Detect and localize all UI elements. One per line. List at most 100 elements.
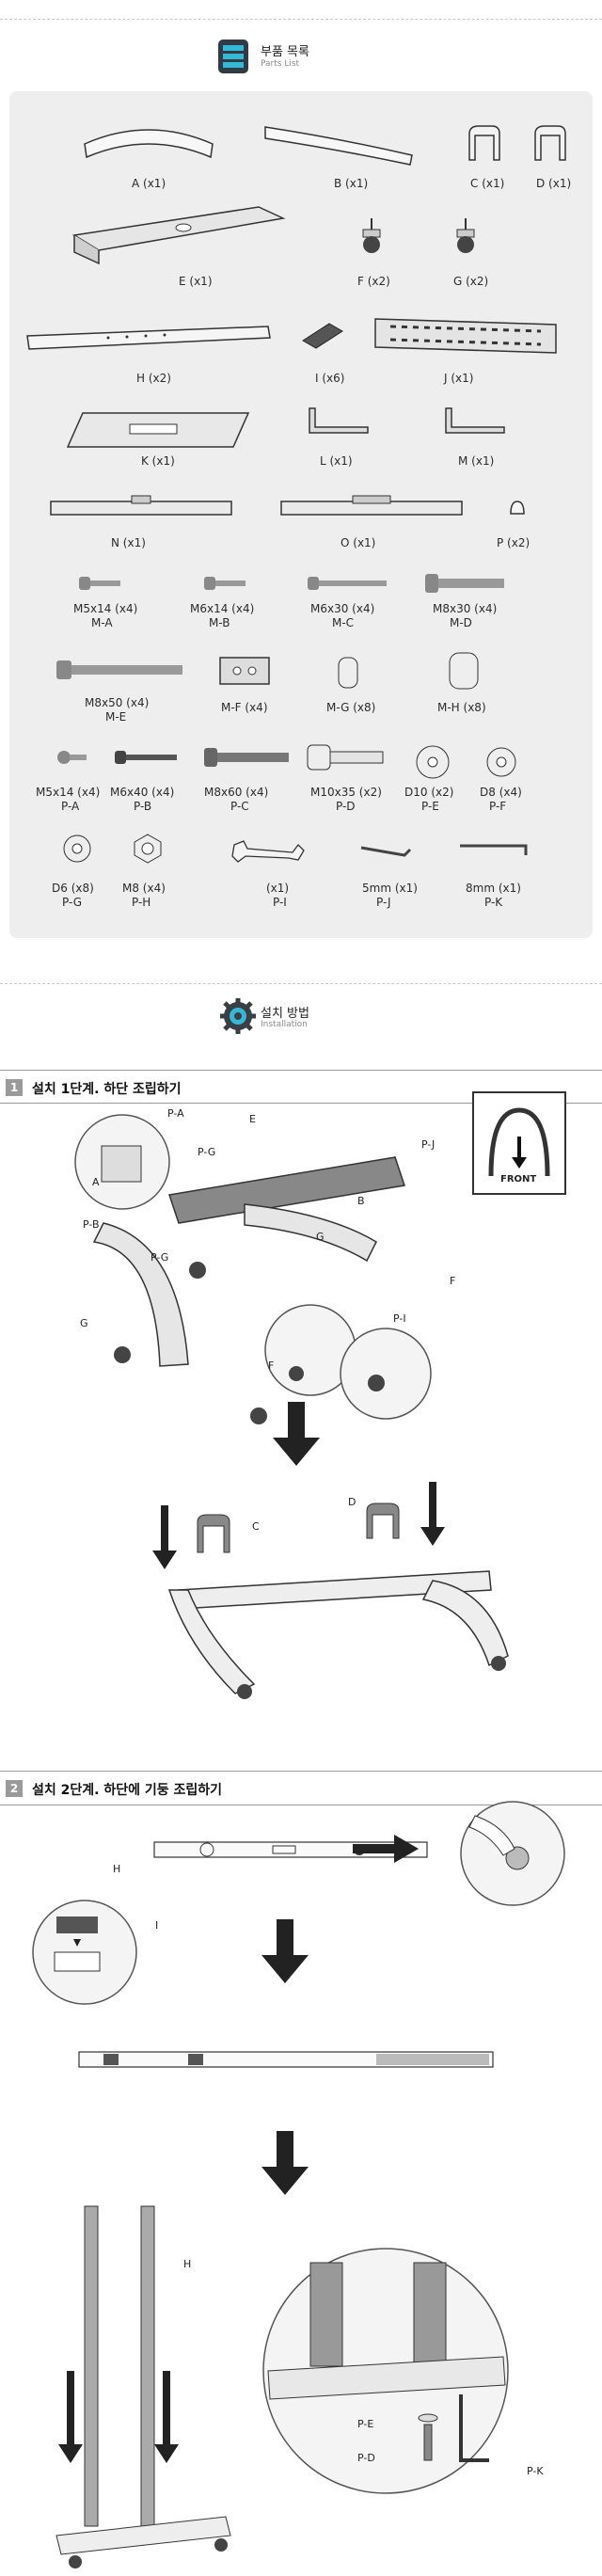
- hw-p-g-size: D6 (x8): [52, 882, 94, 895]
- hw-m-h-size: M-H (x8): [437, 701, 486, 714]
- down-arrow-left: [152, 1505, 177, 1569]
- hw-p-h-code: P-H: [132, 896, 151, 909]
- callout-e: E: [249, 1113, 256, 1125]
- step1-number: 1: [6, 1079, 23, 1096]
- part-d-illustration: [534, 125, 566, 161]
- part-c-label: C (x1): [470, 177, 505, 190]
- hw-p-j-size: 5mm (x1): [362, 882, 418, 895]
- callout-b: B: [357, 1195, 365, 1207]
- hw-p-c-size: M8x60 (x4): [204, 786, 269, 799]
- part-j-label: J (x1): [444, 372, 474, 385]
- callout-f-bottom: F: [268, 1360, 275, 1372]
- hw-m-d-code: M-D: [450, 616, 472, 629]
- callout-p-b: P-B: [83, 1218, 100, 1231]
- step2-down-arrow-1: [261, 1919, 309, 1983]
- hw-m-f-size: M-F (x4): [221, 701, 268, 714]
- pole-with-clip-drawing: [78, 2051, 494, 2068]
- down-arrow-pole-right: [154, 2371, 179, 2463]
- hw-p-d-size: M10x35 (x2): [310, 786, 382, 799]
- part-m-illustration: [445, 407, 505, 434]
- parts-list-subtitle: Parts List: [261, 59, 300, 69]
- down-arrow-pole-left: [58, 2371, 83, 2463]
- nut-p-h-illustration: [134, 834, 162, 864]
- part-h-label: H (x2): [136, 372, 171, 385]
- callout-d: D: [348, 1496, 356, 1508]
- install-title: 설치 방법: [261, 1007, 309, 1021]
- screw-p-d-illustration: [307, 744, 384, 771]
- step1-down-arrow: [273, 1402, 320, 1466]
- callout-p-g-bottom: P-G: [150, 1251, 169, 1264]
- part-e-label: E (x1): [179, 275, 213, 288]
- washer-p-e-illustration: [416, 745, 450, 779]
- hw-p-a-code: P-A: [61, 800, 80, 813]
- part-n-illustration: [50, 495, 232, 516]
- part-l-label: L (x1): [320, 454, 353, 468]
- callout-p-k: P-K: [527, 2465, 544, 2477]
- part-a-illustration: [84, 129, 214, 159]
- hw-p-k-code: P-K: [484, 896, 503, 909]
- install-divider: [0, 983, 602, 984]
- parts-list-title: 부품 목록: [261, 45, 309, 59]
- part-j-illustration: [374, 318, 557, 354]
- callout-f-right: F: [450, 1275, 456, 1287]
- poles-on-base-drawing: [55, 2205, 231, 2568]
- finger-press-detail: [460, 1801, 565, 1906]
- part-k-illustration: [66, 412, 250, 448]
- part-h-illustration: [26, 326, 271, 350]
- wrench-p-i-illustration: [231, 840, 305, 863]
- hw-p-a-size: M5x14 (x4): [36, 786, 101, 799]
- step1-title: 설치 1단계. 하단 조립하기: [32, 1082, 182, 1097]
- part-p-illustration: [510, 501, 525, 515]
- hw-p-k-size: 8mm (x1): [466, 882, 521, 895]
- part-o-illustration: [280, 495, 463, 516]
- step2-number: 2: [6, 1780, 23, 1797]
- part-o-label: O (x1): [341, 536, 376, 549]
- screw-m-c-illustration: [308, 577, 387, 590]
- screw-m-e-illustration: [56, 660, 182, 679]
- right-arrow: [353, 1835, 419, 1863]
- hw-p-e-code: P-E: [421, 800, 439, 813]
- callout-g-left: G: [80, 1317, 88, 1329]
- hw-m-d-size: M8x30 (x4): [433, 602, 498, 615]
- part-l-illustration: [309, 407, 369, 434]
- callout-h-poles: H: [183, 2258, 192, 2270]
- part-m-label: M (x1): [458, 454, 495, 468]
- step2-down-arrow-2: [261, 2131, 309, 2195]
- hw-p-b-size: M6x40 (x4): [110, 786, 175, 799]
- part-g-label: G (x2): [453, 275, 489, 288]
- part-p-label: P (x2): [497, 536, 531, 549]
- hw-p-e-size: D10 (x2): [404, 786, 454, 799]
- spacer-m-g-illustration: [338, 657, 358, 689]
- part-i-label: I (x6): [315, 372, 345, 385]
- screw-m-d-illustration: [425, 574, 504, 593]
- step1-assembled-base-drawing: [167, 1503, 509, 1699]
- clip-i-detail: [32, 1900, 137, 2005]
- hw-p-c-code: P-C: [230, 800, 249, 813]
- washer-p-g-illustration: [63, 835, 91, 863]
- plate-m-f-illustration: [219, 657, 270, 685]
- callout-p-g-top: P-G: [198, 1146, 216, 1158]
- callout-g-right: G: [316, 1231, 325, 1243]
- hw-m-e-size: M8x50 (x4): [85, 696, 150, 709]
- hw-p-g-code: P-G: [62, 896, 83, 909]
- hw-p-d-code: P-D: [336, 800, 356, 813]
- screw-p-b-illustration: [115, 751, 177, 764]
- part-n-label: N (x1): [111, 536, 146, 549]
- hw-m-g-size: M-G (x8): [326, 701, 376, 714]
- hw-m-a-code: M-A: [91, 616, 113, 629]
- step1-top-rule: [0, 1070, 602, 1071]
- part-c-illustration: [468, 125, 500, 161]
- step1-assembly-drawing: [74, 1114, 432, 1424]
- hw-p-f-code: P-F: [489, 800, 507, 813]
- front-indicator-box: [472, 1091, 566, 1195]
- screw-m-b-illustration: [204, 577, 246, 590]
- washer-p-f-illustration: [486, 747, 516, 777]
- hw-m-e-code: M-E: [105, 710, 127, 724]
- front-label: FRONT: [500, 1174, 537, 1185]
- callout-p-a: P-A: [167, 1107, 184, 1120]
- screw-p-c-illustration: [204, 748, 289, 767]
- part-i-illustration: [302, 323, 343, 349]
- hw-m-a-size: M5x14 (x4): [73, 602, 138, 615]
- hw-m-c-code: M-C: [332, 616, 355, 629]
- callout-c: C: [252, 1520, 260, 1533]
